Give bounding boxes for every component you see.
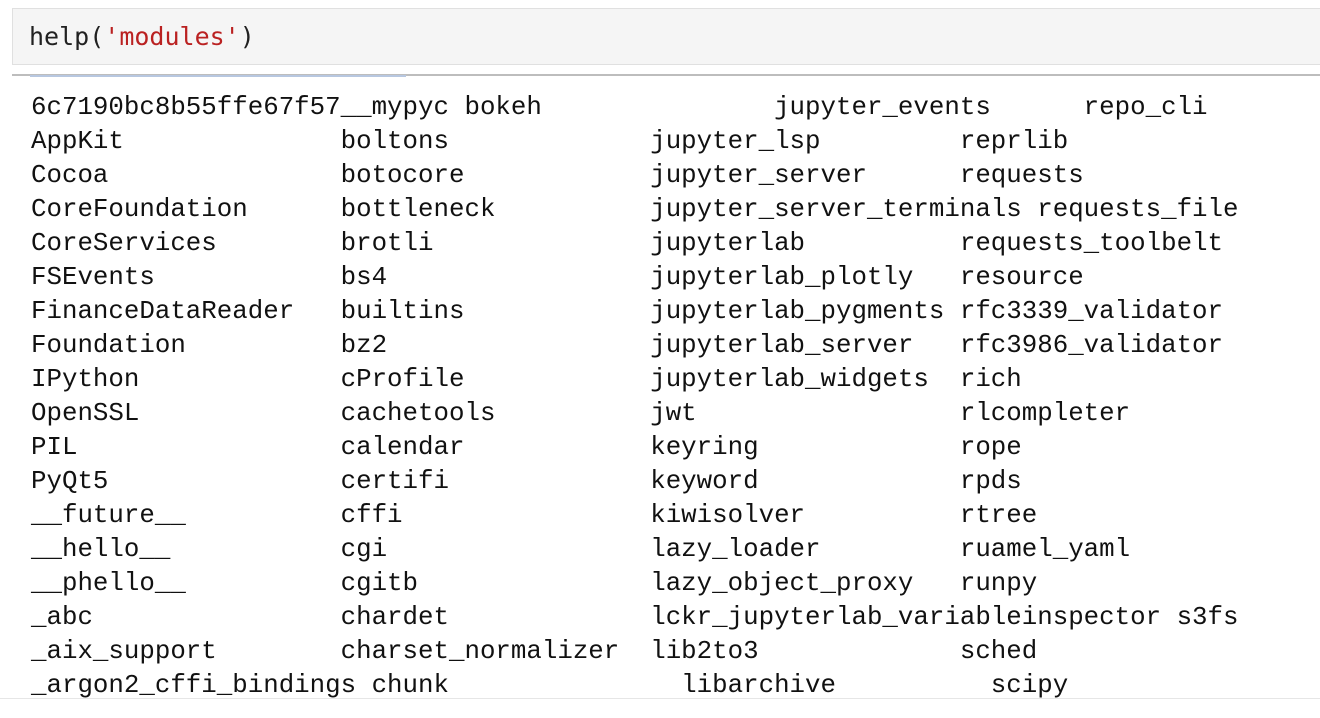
output-line: OpenSSL cachetools jwt rlcompleter [31,399,1131,428]
code-input-cell[interactable]: help('modules') [12,8,1320,65]
output-line: PIL calendar keyring rope [31,433,1022,462]
module-list-output: 6c7190bc8b55ffe67f57__mypyc bokeh jupyte… [31,91,1239,703]
code-input-text[interactable]: help('modules') [29,21,255,53]
code-close-paren: ) [239,22,255,51]
output-line: __phello__ cgitb lazy_object_proxy runpy [31,569,1038,598]
output-line: CoreServices brotli jupyterlab requests_… [31,229,1224,258]
output-line: FSEvents bs4 jupyterlab_plotly resource [31,263,1084,292]
output-line: __future__ cffi kiwisolver rtree [31,501,1038,530]
active-output-indicator [30,75,406,77]
output-line: Foundation bz2 jupyterlab_server rfc3986… [31,331,1224,360]
output-line: 6c7190bc8b55ffe67f57__mypyc bokeh jupyte… [31,93,1208,122]
output-line: PyQt5 certifi keyword rpds [31,467,1022,496]
code-function-call: help( [29,22,105,51]
output-line: IPython cProfile jupyterlab_widgets rich [31,365,1022,394]
code-string-argument: 'modules' [104,22,240,51]
output-line: CoreFoundation bottleneck jupyter_server… [31,195,1239,224]
output-line: _aix_support charset_normalizer lib2to3 … [31,637,1038,666]
output-line: _abc chardet lckr_jupyterlab_variableins… [31,603,1239,632]
output-line: __hello__ cgi lazy_loader ruamel_yaml [31,535,1131,564]
output-line: Cocoa botocore jupyter_server requests [31,161,1084,190]
output-line: _argon2_cffi_bindings chunk libarchive s… [31,671,1069,700]
output-line: FinanceDataReader builtins jupyterlab_py… [31,297,1224,326]
scroll-edge [0,698,1320,718]
output-line: AppKit boltons jupyter_lsp reprlib [31,127,1069,156]
cell-divider [12,74,1320,76]
